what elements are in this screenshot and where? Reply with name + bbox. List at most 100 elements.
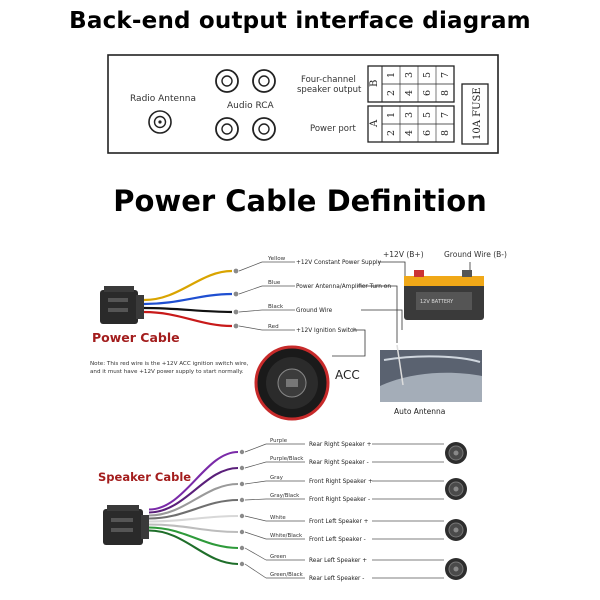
power-wire-function-label: +12V Constant Power Supply <box>296 260 382 266</box>
block-a-label: A <box>369 119 380 128</box>
speaker-wire <box>148 526 239 550</box>
speaker-icon <box>445 478 467 500</box>
block-a-pin: 8 <box>440 130 451 136</box>
interface-diagram-title: Back-end output interface diagram <box>69 8 531 34</box>
wire-terminal <box>233 309 239 315</box>
power-cable-section: Power Cable Note: This red wire is the +… <box>90 250 507 421</box>
block-a-pin: 6 <box>422 130 433 136</box>
speaker-wire-color-label: Gray <box>270 475 284 481</box>
leader-line <box>244 480 267 485</box>
speaker-wire-function-label: Rear Right Speaker + <box>309 442 372 448</box>
wire-terminal <box>239 497 245 503</box>
leader-line <box>238 285 263 295</box>
speaker-wires <box>148 449 245 567</box>
speaker-wire-color-label: Gray/Black <box>270 493 300 499</box>
speaker-wire-color-label: Purple/Black <box>270 456 304 462</box>
battery-image: 12V BATTERY <box>404 270 484 320</box>
leader-line <box>244 563 267 579</box>
speaker-wire-function-label: Front Right Speaker - <box>309 497 370 503</box>
leader-line <box>244 498 267 501</box>
speaker-wire <box>148 523 239 534</box>
block-b-pin: 3 <box>404 72 415 78</box>
power-wires <box>143 268 239 329</box>
leader-line <box>244 461 267 469</box>
power-wire-function-label: +12V Ignition Switch <box>296 328 357 334</box>
speaker-wire <box>148 450 239 511</box>
radio-antenna-socket <box>148 110 172 134</box>
ground-wire-bminus-label: Ground Wire (B-) <box>444 250 507 259</box>
interface-panel: Radio Antenna Audio RCA Four-channel spe… <box>107 54 499 154</box>
speaker-icon <box>445 558 467 580</box>
acc-lead <box>332 329 366 357</box>
fuse-label: 10A FUSE <box>472 87 483 140</box>
block-b-pin: 2 <box>386 90 397 96</box>
block-a-pin: 3 <box>404 112 415 118</box>
leader-line <box>244 443 267 453</box>
wire-terminal <box>239 529 245 535</box>
speaker-wire-color-label: White/Black <box>270 533 303 539</box>
speaker-wire <box>148 514 239 523</box>
speaker-wire-color-label: Purple <box>270 438 288 444</box>
wire-terminal <box>233 323 239 329</box>
leader-line <box>244 515 267 522</box>
power-note-line1: Note: This red wire is the +12V ACC igni… <box>90 361 249 367</box>
power-wire <box>143 310 233 328</box>
speaker-connector-b: B 1 3 5 7 2 4 6 8 <box>367 65 455 103</box>
power-wire-function-label: Ground Wire <box>296 308 333 314</box>
power-wire <box>143 306 233 314</box>
battery-plus-label: +12V (B+) <box>383 250 424 259</box>
power-wire <box>143 292 233 306</box>
power-harness-plug <box>100 286 144 324</box>
block-b-pin: 5 <box>422 72 433 78</box>
speaker-wire-function-label: Front Left Speaker - <box>309 537 366 543</box>
speaker-icon <box>445 519 467 541</box>
speaker-wire-function-label: Front Right Speaker + <box>309 479 373 485</box>
speaker-wire-function-label: Front Left Speaker + <box>309 519 369 525</box>
block-a-pin: 1 <box>386 112 397 118</box>
wire-terminal <box>239 449 245 455</box>
power-wire-color-label: Red <box>268 324 279 330</box>
wire-terminal <box>233 291 239 297</box>
antenna-lead <box>357 285 398 343</box>
leader-line <box>238 309 263 313</box>
radio-antenna-socket-inner <box>153 115 167 129</box>
speaker-wire-function-label: Rear Left Speaker + <box>309 558 367 564</box>
speaker-wire-color-label: Green/Black <box>270 572 304 578</box>
b-plus-lead <box>378 261 406 283</box>
power-wire-color-label: Blue <box>268 280 281 286</box>
speaker-wire <box>148 482 239 517</box>
leader-line <box>238 261 263 272</box>
block-b-pin: 4 <box>404 90 415 96</box>
radio-antenna-pin <box>158 120 162 124</box>
auto-antenna-label: Auto Antenna <box>394 407 445 416</box>
block-a-pin: 2 <box>386 130 397 136</box>
block-b-pin: 7 <box>440 72 451 78</box>
power-cable-label: Power Cable <box>92 330 180 345</box>
power-note-line2: and it must have +12V power supply to st… <box>90 369 244 375</box>
speaker-harness-plug <box>103 505 149 545</box>
wire-terminal <box>233 268 239 274</box>
speaker-wire-color-label: White <box>270 515 286 521</box>
svg-text:12V BATTERY: 12V BATTERY <box>420 299 454 305</box>
radio-antenna-label: Radio Antenna <box>130 94 196 104</box>
power-wire-color-label: Black <box>268 304 284 310</box>
power-wire-function-label: Power Antenna/Amplifier Turn on <box>296 284 391 290</box>
speaker-cable-label: Speaker Cable <box>98 470 191 484</box>
speaker-wire <box>148 498 239 520</box>
block-a-pin: 4 <box>404 130 415 136</box>
speaker-icon <box>445 442 467 464</box>
four-channel-label-line1: Four-channel <box>301 75 356 85</box>
speaker-wire <box>148 466 239 514</box>
block-b-pin: 6 <box>422 90 433 96</box>
block-b-pin: 1 <box>386 72 397 78</box>
acc-ignition-switch-image <box>254 345 330 421</box>
power-wire-labels: Yellow+12V Constant Power SupplyBluePowe… <box>238 256 391 334</box>
audio-rca-jacks <box>215 69 276 141</box>
leader-line <box>238 325 263 331</box>
speaker-wire <box>148 529 239 566</box>
four-channel-label-line2: speaker output <box>297 85 362 95</box>
wire-terminal <box>239 465 245 471</box>
power-port-label: Power port <box>310 124 356 134</box>
